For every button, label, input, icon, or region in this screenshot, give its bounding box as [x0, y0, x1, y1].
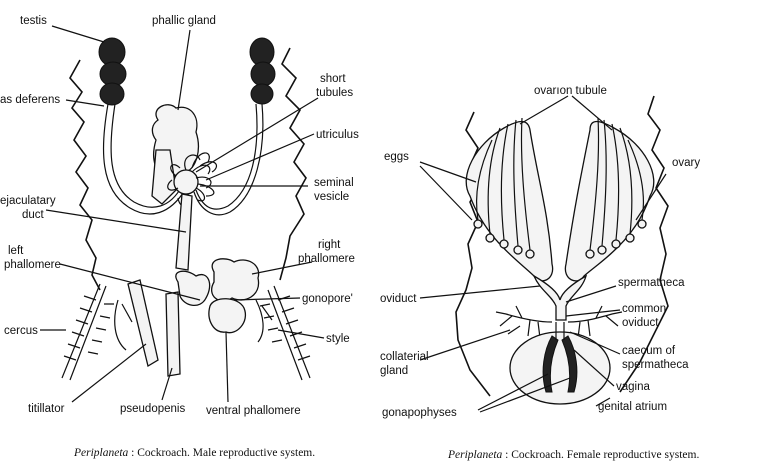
caption-female: Periplaneta : Cockroach. Female reproduc…	[447, 449, 699, 461]
gonapophyses-shape	[542, 335, 578, 393]
label-vas-deferens: as deferens	[0, 94, 60, 106]
genital-atrium-shape	[509, 331, 611, 405]
ovary-right	[564, 120, 655, 282]
label-ovary: ovary	[672, 157, 700, 169]
label-phallic-gland: phallic gland	[152, 15, 216, 27]
label-short-tubules-2: tubules	[316, 87, 353, 99]
ovarioles-left	[473, 117, 535, 259]
label-spermatheca: spermatheca	[618, 277, 685, 289]
label-cercus: cercus	[4, 325, 38, 337]
ovarioles-right	[585, 117, 647, 259]
label-short-tubules-1: short	[320, 73, 346, 85]
vas-deferens-right-2	[195, 103, 258, 210]
label-utriculus: utriculus	[316, 129, 359, 141]
female-body-wall-left	[455, 111, 491, 397]
label-right-phallomere-1: right	[318, 239, 341, 251]
pseudopenis-shape	[165, 291, 181, 377]
label-caecum-2: spermatheca	[622, 359, 689, 371]
left-phallomere-shape	[175, 270, 211, 306]
label-collaterial-gland-2: gland	[380, 365, 408, 377]
style-left	[114, 299, 133, 351]
male-body-wall-right	[279, 47, 307, 281]
right-phallomere-shape	[211, 258, 260, 302]
caption-male: Periplaneta : Cockroach. Male reproducti…	[73, 447, 315, 459]
testis-left	[98, 37, 127, 106]
label-ejaculatory-duct-1: ejaculatary	[0, 195, 56, 207]
label-left-phallomere-1: left	[8, 245, 24, 257]
label-gonapophyses: gonapophyses	[382, 407, 457, 419]
male-leader-lines	[40, 25, 325, 403]
label-ventral-phallomere: ventral phallomere	[206, 405, 301, 417]
label-seminal-vesicle-2: vesicle	[314, 191, 349, 203]
label-common-oviduct-2: oviduct	[622, 317, 659, 329]
male-diagram: testis phallic gland short tubules as de…	[0, 15, 359, 459]
female-diagram: ovarıon tubule eggs ovary spermatheca ov…	[380, 85, 700, 461]
cercus-right-hairs	[259, 295, 311, 361]
label-vagina: vagina	[616, 381, 650, 393]
vas-deferens-left-2	[110, 103, 183, 208]
vagina-shape	[555, 322, 565, 340]
vas-deferens-right	[193, 103, 264, 216]
collaterial-gland-left	[495, 305, 553, 339]
label-pseudopenis: pseudopenis	[120, 403, 185, 415]
label-right-phallomere-2: phallomere	[298, 253, 355, 265]
female-body-wall-right	[619, 95, 669, 393]
label-ovarion-tubule: ovarıon tubule	[534, 85, 607, 97]
oviducts-joined	[532, 274, 588, 321]
label-eggs: eggs	[384, 151, 409, 163]
label-genital-atrium: genital atrium	[598, 401, 667, 413]
label-common-oviduct-1: common	[622, 303, 666, 315]
male-body-wall-left	[69, 59, 101, 291]
label-collaterial-gland-1: collaterial	[380, 351, 429, 363]
label-oviduct: oviduct	[380, 293, 417, 305]
style-right	[255, 299, 273, 343]
label-left-phallomere-2: phallomere	[4, 259, 61, 271]
label-seminal-vesicle-1: seminal	[314, 177, 354, 189]
vas-deferens-left	[102, 103, 186, 215]
cercus-left-hairs	[63, 295, 114, 361]
label-testis: testis	[20, 15, 47, 27]
label-caecum-1: caecum of	[622, 345, 676, 357]
label-titillator: titillator	[28, 403, 65, 415]
female-leader-lines	[419, 95, 667, 413]
cercus-left	[61, 283, 107, 381]
ovary-left	[465, 120, 554, 282]
testis-right	[249, 37, 276, 105]
titillator-shape	[127, 279, 159, 368]
label-gonopore: gonopore'	[302, 293, 353, 305]
ventral-phallomere-shape	[208, 298, 247, 334]
label-ejaculatory-duct-2: duct	[22, 209, 45, 221]
label-style: style	[326, 333, 350, 345]
